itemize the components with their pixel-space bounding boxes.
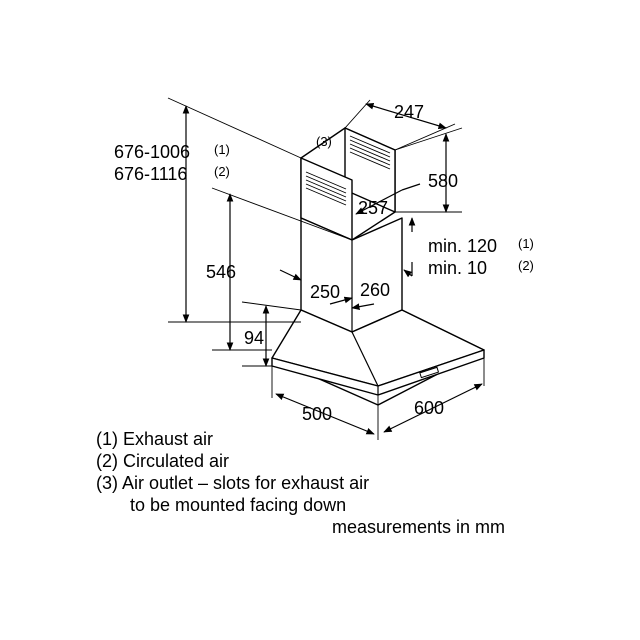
legend-item-exhaust-air: (1) Exhaust air bbox=[96, 429, 214, 449]
label-247: 247 bbox=[394, 102, 424, 122]
control-panel bbox=[419, 366, 440, 379]
dim-257 bbox=[355, 183, 421, 215]
units-note: measurements in mm bbox=[332, 517, 506, 537]
dim-247 bbox=[344, 99, 456, 151]
label-580: 580 bbox=[428, 171, 458, 191]
label-546: 546 bbox=[206, 262, 236, 282]
dim-250-260 bbox=[279, 269, 375, 310]
label-min-1: min. 120 bbox=[428, 236, 497, 256]
label-total-height-1-ref: (1) bbox=[214, 142, 230, 157]
label-260: 260 bbox=[360, 280, 390, 300]
label-min-1-ref: (1) bbox=[518, 236, 534, 251]
air-outlet-slots bbox=[305, 135, 391, 206]
label-257: 257 bbox=[358, 198, 388, 218]
dim-580 bbox=[394, 127, 463, 213]
label-outlet-ref: (3) bbox=[316, 134, 332, 149]
label-min-2-ref: (2) bbox=[518, 258, 534, 273]
label-94: 94 bbox=[244, 328, 264, 348]
hood-outline bbox=[271, 127, 485, 406]
legend: (1) Exhaust air (2) Circulated air (3) A… bbox=[96, 428, 369, 516]
label-total-height-2: 676-1116 bbox=[114, 164, 187, 184]
label-250: 250 bbox=[310, 282, 340, 302]
label-min-2: min. 10 bbox=[428, 258, 487, 278]
legend-item-air-outlet-continued: to be mounted facing down bbox=[130, 495, 347, 515]
dim-total-height bbox=[167, 97, 302, 323]
dim-546 bbox=[211, 187, 353, 351]
label-600: 600 bbox=[414, 398, 444, 418]
dim-min-gap bbox=[403, 217, 416, 278]
dim-500 bbox=[271, 366, 379, 440]
legend-item-air-outlet: (3) Air outlet – slots for exhaust air bbox=[96, 473, 370, 493]
dim-94 bbox=[241, 301, 302, 367]
legend-item-circulated-air: (2) Circulated air bbox=[96, 451, 230, 471]
label-total-height-2-ref: (2) bbox=[214, 164, 230, 179]
label-total-height-1: 676-1006 bbox=[114, 142, 190, 162]
label-500: 500 bbox=[302, 404, 332, 424]
dim-600 bbox=[383, 358, 485, 433]
